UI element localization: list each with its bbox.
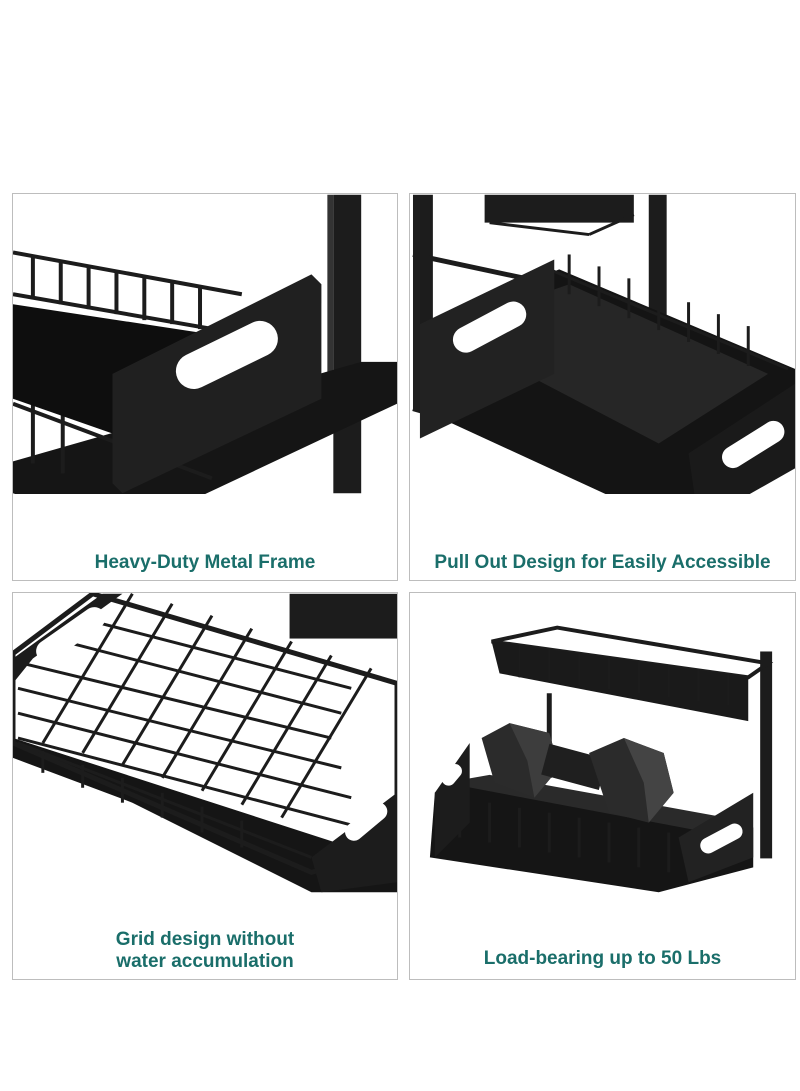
- caption: Grid design without water accumulation: [13, 929, 397, 973]
- caption: Load-bearing up to 50 Lbs: [483, 948, 722, 969]
- caption-line-2: water accumulation: [116, 951, 294, 972]
- feature-panel-grid: Grid design without water accumulation: [12, 592, 398, 980]
- caption: Pull Out Design for Easily Accessible: [434, 552, 771, 573]
- rack-grid-icon: [13, 593, 397, 893]
- feature-panel-load-bearing: Load-bearing up to 50 Lbs: [409, 592, 796, 980]
- caption-line-1: Grid design without: [115, 929, 295, 950]
- rack-side-icon: [13, 194, 397, 494]
- caption: Heavy-Duty Metal Frame: [94, 552, 316, 573]
- feature-panel-pull-out: Pull Out Design for Easily Accessible: [409, 193, 796, 581]
- rack-dumbbell-icon: [410, 593, 795, 893]
- rack-pullout-icon: [410, 194, 795, 494]
- feature-panel-metal-frame: Heavy-Duty Metal Frame: [12, 193, 398, 581]
